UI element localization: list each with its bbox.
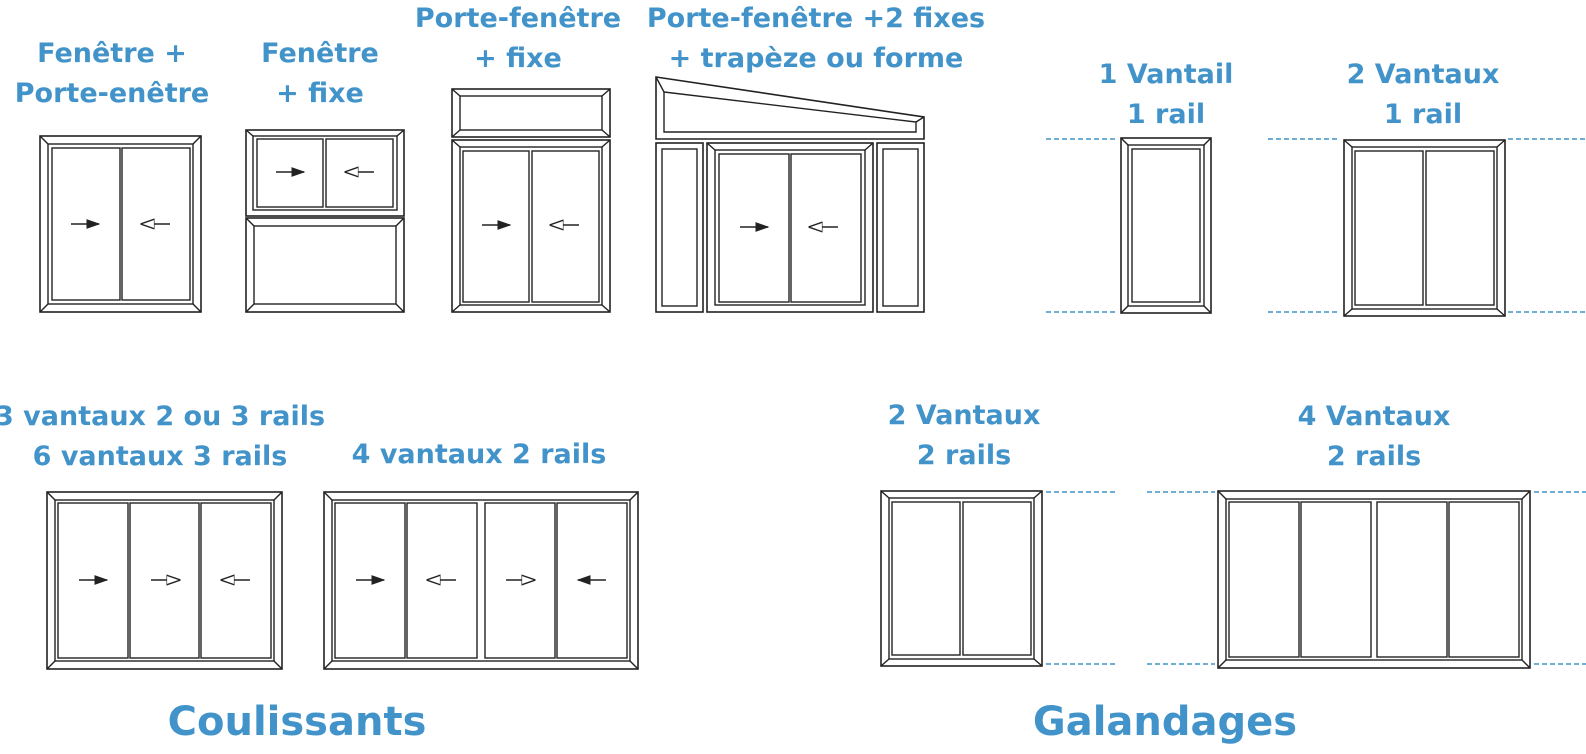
label-line: 4 vantaux 2 rails xyxy=(352,439,607,470)
label-galandage-1-vantail: 1 Vantail 1 rail xyxy=(1099,59,1234,130)
label-line: 6 vantaux 3 rails xyxy=(33,441,288,472)
window-fenetre-porte-fenetre xyxy=(39,135,202,313)
label-line: 2 rails xyxy=(917,440,1011,471)
label-line: + trapèze ou forme xyxy=(669,43,964,74)
label-3-vantaux: 3 vantaux 2 ou 3 rails 6 vantaux 3 rails xyxy=(0,401,325,472)
label-line: 2 Vantaux xyxy=(1347,59,1500,90)
galandage-1-vantail-1-rail xyxy=(1046,137,1212,314)
label-line: 3 vantaux 2 ou 3 rails xyxy=(0,401,325,432)
label-line: Fenêtre + xyxy=(37,38,187,69)
label-line: Porte-enêtre xyxy=(15,78,209,109)
window-porte-fenetre-trapeze xyxy=(655,76,925,313)
galandage-2-vantaux-2-rails xyxy=(880,490,1118,667)
section-title-galandages: Galandages xyxy=(1033,699,1297,745)
label-fenetre-porte-fenetre: Fenêtre + Porte-enêtre xyxy=(15,38,209,109)
label-line: 1 rail xyxy=(1127,99,1205,130)
label-galandage-2-vantaux-1-rail: 2 Vantaux 1 rail xyxy=(1347,59,1500,130)
label-fenetre-fixe: Fenêtre + fixe xyxy=(261,38,379,109)
galandage-2-vantaux-1-rail xyxy=(1268,138,1586,317)
label-line: 2 Vantaux xyxy=(888,400,1041,431)
label-galandage-2-vantaux-2-rails: 2 Vantaux 2 rails xyxy=(888,400,1041,471)
label-galandage-4-vantaux: 4 Vantaux 2 rails xyxy=(1298,401,1451,472)
window-porte-fenetre-fixe xyxy=(451,88,611,313)
label-line: Porte-fenêtre xyxy=(415,3,621,34)
window-3-vantaux xyxy=(46,491,283,670)
galandage-4-vantaux-2-rails xyxy=(1147,490,1586,669)
label-4-vantaux-2-rails: 4 vantaux 2 rails xyxy=(352,439,607,470)
label-line: 1 Vantail xyxy=(1099,59,1234,90)
window-4-vantaux-2-rails xyxy=(323,491,639,670)
label-porte-fenetre-fixe: Porte-fenêtre + fixe xyxy=(415,3,621,74)
window-fenetre-fixe xyxy=(245,129,405,313)
label-line: + fixe xyxy=(474,43,562,74)
label-line: 4 Vantaux xyxy=(1298,401,1451,432)
section-title-coulissants: Coulissants xyxy=(168,699,427,745)
label-line: Porte-fenêtre +2 fixes xyxy=(647,3,985,34)
label-line: Fenêtre xyxy=(261,38,379,69)
label-line: + fixe xyxy=(276,78,364,109)
label-line: 2 rails xyxy=(1327,441,1421,472)
label-porte-fenetre-trapeze: Porte-fenêtre +2 fixes + trapèze ou form… xyxy=(647,3,985,74)
label-line: 1 rail xyxy=(1384,99,1462,130)
